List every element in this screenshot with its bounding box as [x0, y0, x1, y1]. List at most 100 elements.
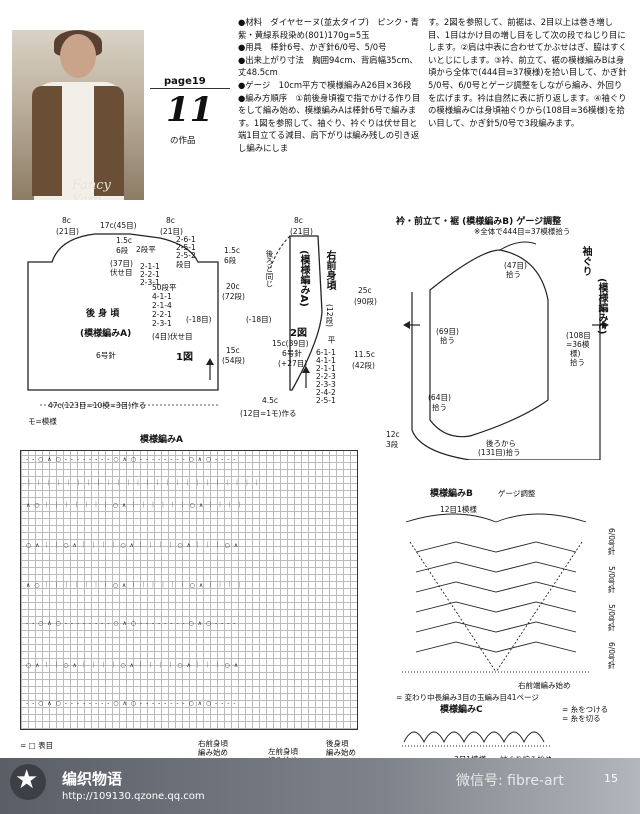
chart-b-needle-6-top: 6/0号針: [607, 528, 616, 556]
gauge-text: ●ゲージ 10cm平方で模様編みA26目×36段: [238, 79, 412, 90]
stitch-abbrev-note: モ=模様: [28, 417, 57, 426]
chart-b-repeat: 12目1模様: [440, 505, 477, 514]
front-inc-4: 2-2-3: [316, 372, 336, 381]
chart-a-row: - - ○ ∧ ○ - - - - - - - - ○ ∧ ○ - - - - …: [26, 700, 237, 707]
photo-signature: Fancy Yarn: [72, 178, 111, 200]
back-armhole-cast-off: (4目)伏せ目: [152, 332, 193, 341]
collar-pickup-back-sub: (131目)拾う: [478, 448, 521, 457]
footer-watermark-bar: [0, 758, 640, 814]
back-body-subtitle: (模様編みA): [80, 329, 132, 339]
materials-text: ●材料 ダイヤセーヌ(並太タイプ) ピンク・青紫・黄緑系段染め(801)170g…: [238, 17, 419, 40]
back-start-label: 後身頃: [326, 739, 349, 748]
photo-vest-left: [32, 86, 62, 196]
wechat-id: 微信号: fibre-art: [456, 773, 564, 789]
left-front-start-label: 左前身頃: [268, 747, 298, 756]
page-number: 15: [604, 772, 618, 785]
front-inc-2: 4-1-1: [316, 356, 336, 365]
collar-pickup-top-sub: 拾う: [506, 270, 521, 279]
back-neck-note-1: 2段平: [136, 245, 156, 254]
work-label: の作品: [170, 136, 196, 146]
chart-a-row: ∧ ○ ｜ ｜ ｜ ｜ ｜ ｜ ｜ ○ ∧ ｜ ｜ ｜ ｜ ｜ ｜ ○ ∧ ｜ …: [26, 582, 244, 589]
front-upper-height: 25c: [358, 286, 372, 295]
back-armhole-height: 20c: [226, 282, 240, 291]
collar-pickup-back: 後ろから: [486, 439, 516, 448]
back-bottom-width: 47c(123目=10模=3目)作る: [48, 401, 147, 410]
chart-a-row: - - ○ ∧ ○ - - - - - - - - ○ ∧ ○ - - - - …: [26, 456, 237, 463]
front-top-stitches: (21目): [290, 227, 313, 236]
back-shoulder-left: 1.5c: [116, 236, 133, 245]
back-body-height-rows: (54段): [222, 356, 245, 365]
front-upper-height-rows: (90段): [354, 297, 377, 306]
chart-b-title: 模様編みB: [430, 489, 473, 499]
back-shoulder-dec-1: 2-6-1: [176, 235, 196, 244]
chart-a-row: ○ ∧ ｜ ｜ ○ ∧ ｜ ｜ ｜ ｜ ○ ∧ ｜ ｜ ｜ ｜ ○ ∧ ｜ ｜ …: [26, 542, 240, 549]
front-needle-size: 6号針: [282, 349, 302, 358]
chart-a-row: ∧ ○ ｜ ｜ ｜ ｜ ｜ ｜ ｜ ○ ∧ ｜ ｜ ｜ ｜ ｜ ｜ ○ ∧ ｜ …: [26, 502, 244, 509]
star-icon: ★: [15, 765, 39, 795]
chart-c-legend-cut: = 糸を切る: [562, 714, 601, 723]
instructions-column-2: す。2図を参照して、前裾は、2目以上は巻き増し目、1目はかけ目の増し目をして次の…: [428, 16, 628, 129]
back-shoulder-dec-2: 2-5-1: [176, 243, 196, 252]
back-armhole-dec-3: 2-2-1: [152, 310, 172, 319]
chart-a-row: ○ ∧ ｜ ｜ ○ ∧ ｜ ｜ ｜ ｜ ○ ∧ ｜ ｜ ｜ ｜ ○ ∧ ｜ ｜ …: [26, 662, 240, 669]
front-subtitle: (模様編みA): [298, 250, 309, 307]
figure-1-label: 1図: [176, 352, 193, 363]
front-side-decrease: (-18目): [246, 315, 272, 324]
chart-c-title: 模様編みC: [440, 705, 483, 715]
front-bottom-width: 4.5c: [262, 396, 279, 405]
back-armhole-dec-4: 2-3-1: [152, 319, 172, 328]
logo-badge: [10, 764, 46, 800]
chart-b-start-note: 右前端編み始め: [518, 681, 571, 690]
collar-pickup-left: (69目): [436, 327, 459, 336]
front-same-as-back: 後ろと同じ: [265, 250, 274, 288]
front-body-title: 右前身頃: [324, 250, 335, 290]
chart-b-needle-5-top: 5/0号針: [607, 566, 616, 594]
schematic-outlines: [27, 233, 609, 460]
chart-a-row: ｜ ｜ ｜ ｜ ｜ ｜ ｜ ｜ ｜ ｜ ｜ ｜ ｜ ｜ ｜ ｜ ｜ ｜ ｜ ｜ …: [26, 480, 261, 487]
steps-text-continued: す。2図を参照して、前裾は、2目以上は巻き増し目、1目はかけ目の増し目をして次の…: [428, 17, 627, 128]
instructions-column-1: ●材料 ダイヤセーヌ(並太タイプ) ピンク・青紫・黄緑系段染め(801)170g…: [238, 16, 424, 155]
front-inc-3: 2-1-1: [316, 364, 336, 373]
front-bottom-stitches: (12目=1モ)作る: [240, 409, 297, 418]
front-top-width: 8c: [294, 216, 303, 225]
back-top-right-width: 8c: [166, 216, 175, 225]
collar-pickup-bottom-left-sub: 拾う: [432, 403, 447, 412]
chart-b-legend: = 変わり中長編み3目の玉編み目41ページ: [396, 693, 539, 702]
header-divider: [150, 88, 230, 89]
front-rows-note-2: 平: [327, 336, 336, 344]
chart-b-needle-5-bottom: 5/0号針: [607, 604, 616, 632]
back-shoulder-left-rows: 6段: [116, 246, 129, 255]
back-shoulder-dec-4: 段目: [176, 260, 191, 269]
back-neck-note-2: 2-1-1: [140, 262, 160, 271]
front-lower-height: 11.5c: [354, 350, 375, 359]
back-armhole-dec-1: 4-1-1: [152, 292, 172, 301]
armhole-pickup-3: 様): [570, 349, 581, 358]
collar-diagram-title: 衿・前立て・裾 (模様編みB) ゲージ調整: [396, 217, 562, 227]
tools-text: ●用具 棒針6号、かぎ針6/0号、5/0号: [238, 42, 387, 53]
back-neck-note-3: 2-2-1: [140, 270, 160, 279]
back-shoulder-dec-3: 2-5-2: [176, 251, 196, 260]
collar-pickup-bottom-left: (64目): [428, 393, 451, 402]
collar-pickup-left-sub: 拾う: [440, 336, 455, 345]
chart-b-subtitle: ゲージ調整: [498, 489, 536, 498]
front-inc-7: 2-5-1: [316, 396, 336, 405]
armhole-pickup-1: (108目: [566, 331, 591, 340]
chart-a-row: - - ○ ∧ ○ - - - - - - - - ○ ∧ ○ - - - - …: [26, 620, 237, 627]
model-photo: Fancy Yarn: [12, 30, 144, 200]
photo-head: [60, 34, 96, 78]
front-increase-total: (+27目): [278, 359, 308, 368]
armhole-title: 袖ぐり: [580, 246, 591, 276]
back-top-left-width: 8c: [62, 216, 71, 225]
back-side-right-height: 1.5c: [224, 246, 241, 255]
armhole-pickup-4: 拾う: [570, 358, 585, 367]
back-center-stitches: (37目): [110, 259, 133, 268]
collar-left-rows: 3段: [386, 440, 399, 449]
collar-left-height: 12c: [386, 430, 400, 439]
front-lower-height-rows: (42段): [352, 361, 375, 370]
back-neck-note-4: 2-3-1: [140, 278, 160, 287]
back-side-right-rows: 6段: [224, 256, 237, 265]
chart-a-grid: [20, 450, 358, 730]
chart-b-needle-6-bottom: 6/0号針: [607, 642, 616, 670]
chart-a-legend: = □ 表目: [20, 741, 54, 750]
back-armhole-rows: 50段平: [152, 283, 177, 292]
